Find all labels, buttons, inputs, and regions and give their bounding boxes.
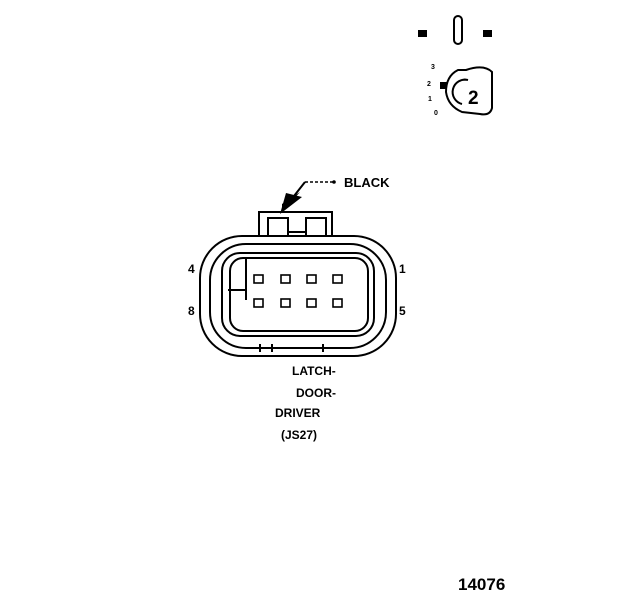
pin-label-4: 4 (188, 262, 195, 276)
connector-name-line-4: (JS27) (281, 428, 317, 442)
terminal-face-inner (229, 257, 369, 332)
view-indicator: 2 3 2 1 0 (418, 15, 493, 117)
cavity-3 (280, 274, 291, 284)
cavity-1 (332, 274, 343, 284)
view-badge-number: 2 (468, 88, 479, 109)
position-marker (440, 82, 447, 89)
key-ring-icon (451, 78, 469, 105)
callout-dot (332, 180, 336, 184)
connector-name-line-1: LATCH- (292, 364, 336, 378)
pin-label-5: 5 (399, 304, 406, 318)
tab-latch-right (305, 217, 327, 237)
cavity-5 (332, 298, 343, 308)
scale-label-1: 1 (428, 96, 432, 103)
cavity-8 (253, 298, 264, 308)
outer-shell (199, 235, 397, 357)
callout-stem (293, 181, 306, 197)
cavity-7 (280, 298, 291, 308)
scale-label-3: 3 (431, 64, 435, 71)
locking-tab (258, 211, 333, 237)
cavity-6 (306, 298, 317, 308)
pin-label-1: 1 (399, 262, 406, 276)
indicator-right-mark (483, 30, 492, 37)
connector-name-line-2: DOOR- (296, 386, 336, 400)
inner-shell (209, 243, 387, 349)
connector-name-line-3: DRIVER (275, 406, 321, 420)
cavity-2 (306, 274, 317, 284)
cavity-4 (253, 274, 264, 284)
scale-label-2: 2 (427, 81, 431, 88)
terminal-cavities (253, 274, 343, 308)
pin-label-8: 8 (188, 304, 195, 318)
indicator-slot (453, 15, 463, 45)
indicator-left-mark (418, 30, 427, 37)
terminal-face (221, 252, 375, 337)
connector-color-label: BLACK (344, 175, 390, 190)
connector-name: LATCH- DOOR- DRIVER (JS27) (275, 364, 336, 442)
tab-latch-left (267, 217, 289, 237)
callout-arrow-body (280, 193, 302, 214)
color-callout: BLACK (280, 175, 390, 214)
connector-body (199, 211, 397, 357)
figure-number: 14076 (458, 575, 505, 594)
scale-label-0: 0 (434, 110, 438, 117)
